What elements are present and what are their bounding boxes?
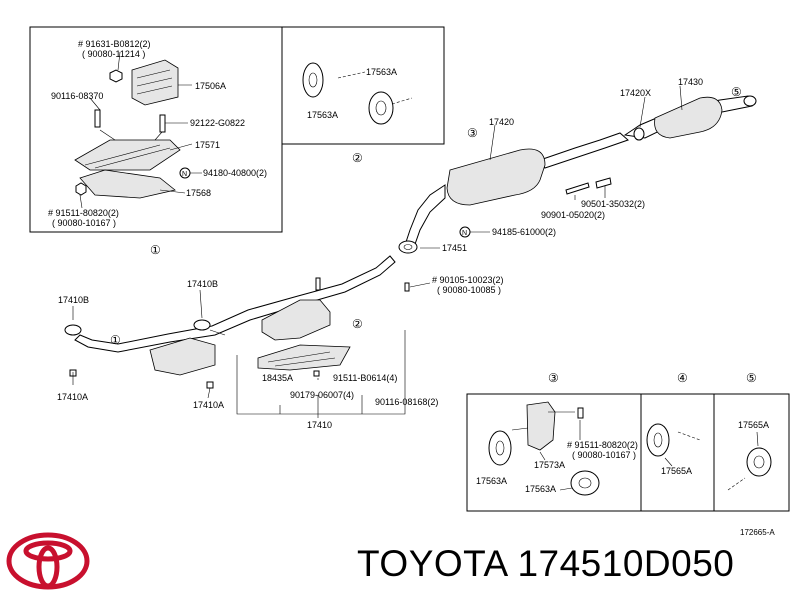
label-91511: # 91511-80820(2) — [48, 208, 119, 218]
toyota-logo — [6, 532, 90, 590]
label-18435a: 18435A — [262, 373, 293, 383]
diagram-ref-code: 172665-A — [740, 528, 775, 537]
bolt-90179 — [313, 370, 320, 377]
svg-text:N: N — [462, 230, 467, 237]
label-17410a-left: 17410A — [57, 392, 88, 402]
label-90080-11214: ( 90080-11214 ) — [82, 49, 145, 59]
insulator-17568 — [79, 169, 176, 199]
box-345-frame — [466, 393, 790, 512]
label-17420: 17420 — [489, 117, 514, 127]
label-17420x: 17420X — [620, 88, 651, 98]
label-91511-80820: # 91511-80820(2) — [567, 440, 638, 450]
circle-ref-1-main: ① — [110, 333, 121, 347]
label-90116-08168: 90116-08168(2) — [375, 397, 438, 407]
hanger-17563a-left — [302, 62, 324, 98]
label-17563a-3a: 17563A — [476, 476, 507, 486]
label-17506a: 17506A — [195, 81, 226, 91]
spring-90501 — [595, 177, 612, 189]
label-91511-b0614: 91511-B0614(4) — [333, 373, 397, 383]
circle-ref-5-main: ⑤ — [731, 85, 742, 99]
label-17563a-top: 17563A — [366, 67, 397, 77]
bracket-17571 — [74, 139, 181, 171]
label-90105: # 90105-10023(2) — [432, 275, 504, 285]
gasket-17420x — [633, 127, 645, 141]
front-pipe-17410 — [74, 255, 396, 353]
hanger-17563a-3b — [570, 470, 600, 496]
hanger-17563a-right — [368, 91, 394, 125]
bolt-90105 — [404, 282, 410, 292]
label-17430: 17430 — [678, 77, 703, 87]
label-17410a-right: 17410A — [193, 400, 224, 410]
center-pipe — [539, 132, 629, 169]
label-17451: 17451 — [442, 243, 467, 253]
stud-92122 — [159, 114, 166, 133]
box-2-frame — [281, 26, 445, 145]
label-17568: 17568 — [186, 188, 211, 198]
label-90179: 90179-06007(4) — [290, 390, 354, 400]
circle-ref-2: ② — [352, 151, 363, 165]
catalytic-converter — [261, 299, 331, 341]
label-90080-10167-b: ( 90080-10167 ) — [572, 450, 636, 460]
nut-91511 — [75, 182, 87, 196]
circle-ref-3: ③ — [548, 371, 559, 385]
center-muffler-17420 — [446, 148, 546, 206]
heat-shield-18435a — [257, 344, 351, 371]
label-17565a-4: 17565A — [661, 466, 692, 476]
label-91631: # 91631-B0812(2) — [78, 39, 151, 49]
nut-17410a-right — [206, 381, 214, 389]
bolt-90901 — [565, 182, 590, 195]
label-17410b-left: 17410B — [58, 295, 89, 305]
label-90116-08370: 90116-08370 — [51, 91, 103, 101]
circle-ref-4: ④ — [677, 371, 688, 385]
hanger-17563a-3a — [488, 430, 512, 466]
circle-ref-1: ① — [150, 243, 161, 257]
label-90080-10167: ( 90080-10167 ) — [52, 218, 116, 228]
front-converter — [149, 337, 216, 376]
bracket-17573a — [526, 401, 556, 451]
bolt-91511-80820 — [577, 407, 584, 419]
bolt-90116-08370 — [94, 109, 101, 128]
circle-ref-5: ⑤ — [746, 371, 757, 385]
label-17410b-right: 17410B — [187, 279, 218, 289]
label-90080-10085: ( 90080-10085 ) — [437, 285, 501, 295]
rear-muffler-17430 — [654, 96, 723, 139]
label-94180: 94180-40800(2) — [203, 168, 267, 178]
label-17573a: 17573A — [534, 460, 565, 470]
insulator-17506a — [131, 59, 179, 106]
flange-17410b-2 — [193, 319, 211, 331]
flange-17410b — [64, 324, 82, 336]
label-94185: 94185-61000(2) — [492, 227, 556, 237]
label-17563a-bottom: 17563A — [307, 110, 338, 120]
hanger-17565a-5 — [746, 447, 772, 477]
label-17571: 17571 — [195, 140, 220, 150]
gasket-17451 — [398, 240, 418, 254]
hanger-17565a-4 — [646, 423, 670, 457]
nut-91631 — [109, 69, 123, 83]
box-1-frame — [29, 26, 283, 233]
bolt-90116-08168 — [315, 277, 321, 291]
circle-ref-2-main: ② — [352, 317, 363, 331]
svg-text:N: N — [182, 171, 187, 178]
label-17565a-5: 17565A — [738, 420, 769, 430]
page-title: TOYOTA 174510D050 — [357, 543, 735, 584]
label-90501: 90501-35032(2) — [581, 199, 645, 209]
circle-ref-3-main: ③ — [467, 126, 478, 140]
label-17410: 17410 — [307, 420, 332, 430]
label-90901: 90901-05020(2) — [541, 210, 605, 220]
label-92122: 92122-G0822 — [190, 118, 245, 128]
label-17563a-3b: 17563A — [525, 484, 556, 494]
